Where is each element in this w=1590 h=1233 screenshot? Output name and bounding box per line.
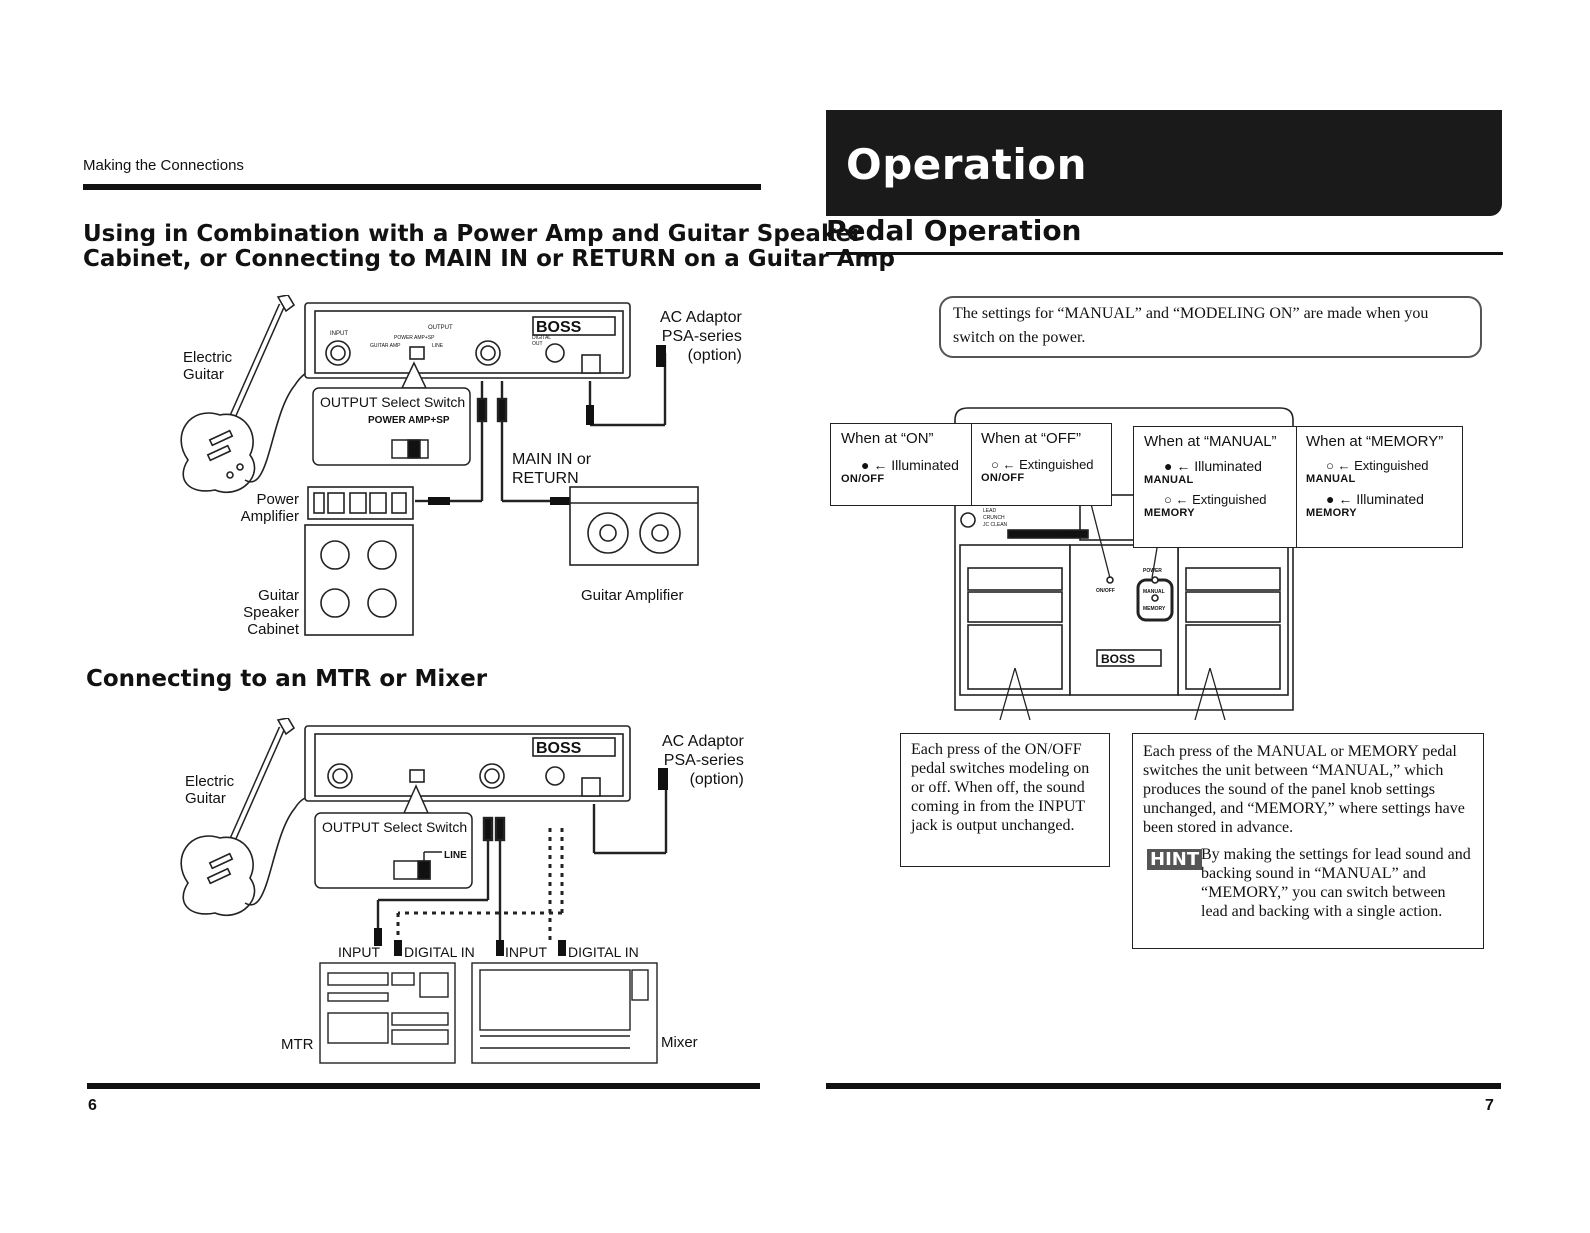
mtr-illustration [319, 962, 456, 1064]
page-number-left: 6 [88, 1097, 97, 1114]
hint-text: By making the settings for lead sound an… [1201, 846, 1471, 920]
panel-line-label: LINE [432, 343, 444, 349]
callout-manual-memory: Each press of the MANUAL or MEMORY pedal… [1132, 733, 1484, 949]
output-switch-setting-2: LINE [444, 850, 467, 861]
output-switch-callout-2 [314, 784, 473, 889]
chapter-banner [826, 110, 1502, 216]
label-guitar-speaker-cabinet: Guitar Speaker Cabinet [243, 587, 299, 638]
label-ac-adaptor-1: AC Adaptor PSA-series (option) [660, 309, 742, 364]
label-power-amplifier: Power Amplifier [240, 491, 299, 525]
output-cables-2 [376, 776, 668, 943]
pedal-manual-label: MANUAL [1143, 589, 1165, 595]
header-rule [83, 184, 761, 190]
hint-block: HINT By making the settings for lead sou… [1143, 845, 1473, 921]
indicator-box-onoff: When at “ON” ● ← Illuminated ON/OFF When… [830, 423, 1112, 506]
callout-manual-text: Each press of the MANUAL or MEMORY pedal… [1143, 743, 1465, 836]
boss-unit-rear-panel [304, 302, 631, 379]
power-amp-connection-diagram: BOSS INPUT OUTPUT POWER AMP+SP GUITAR AM… [180, 295, 699, 636]
indicator-on: When at “ON” ● ← Illuminated ON/OFF [841, 430, 959, 485]
panel-output-label: OUTPUT [428, 325, 453, 331]
heading-line-2: Cabinet, or Connecting to MAIN IN or RET… [83, 246, 895, 272]
pedal-model-label: MODEL [1060, 532, 1082, 538]
label-main-in-return: MAIN IN or RETURN [512, 451, 592, 487]
indicator-memory: When at “MEMORY” ○ ← Extinguished MANUAL… [1306, 433, 1444, 519]
label-input-2: INPUT [505, 944, 547, 960]
running-header: Making the Connections [83, 157, 244, 174]
ac-plug [586, 405, 594, 425]
note-text: The settings for “MANUAL” and “MODELING … [953, 305, 1429, 346]
indicator-box-manual-memory: When at “MANUAL” ● ← Illuminated MANUAL … [1133, 426, 1463, 548]
guitar-amplifier-illustration [569, 486, 699, 566]
boss-unit-rear-panel-2 [304, 725, 631, 802]
brand-logo: BOSS [536, 319, 582, 336]
electric-guitar-illustration [180, 295, 311, 493]
page-number-right: 7 [1485, 1097, 1494, 1114]
label-mtr: MTR [281, 1036, 314, 1053]
output-switch-label-2: OUTPUT Select Switch [322, 819, 467, 835]
section-heading-power-amp: Using in Combination with a Power Amp an… [83, 222, 895, 272]
pedal-onoff-label: ON/OFF [1096, 588, 1115, 594]
pedal-brand: BOSS [1101, 652, 1135, 666]
pedal-memory-label: MEMORY [1143, 606, 1166, 612]
label-electric-guitar-2: Electric Guitar [185, 773, 235, 807]
panel-input-label: INPUT [330, 331, 348, 337]
power-amplifier-illustration [307, 486, 414, 520]
label-input-1: INPUT [338, 944, 380, 960]
pedal-crunch-label: CRUNCH [983, 515, 1005, 521]
footer-rule-left [87, 1083, 760, 1089]
mixer-illustration [471, 962, 658, 1064]
panel-mode-label: POWER AMP+SP [394, 335, 435, 341]
hint-icon: HINT [1147, 849, 1203, 870]
section-rule [826, 252, 1503, 255]
pedal-jc-clean-label: JC CLEAN [983, 522, 1008, 528]
panel-out-label: OUT [532, 341, 543, 347]
ac-adaptor-icon [656, 345, 666, 367]
indicator-manual: When at “MANUAL” ● ← Illuminated MANUAL … [1144, 433, 1277, 519]
ac-adaptor-icon-2 [658, 768, 668, 790]
heading-line-1: Using in Combination with a Power Amp an… [83, 221, 863, 247]
panel-digital-label: DIGITAL [532, 335, 551, 341]
label-digital-in-2: DIGITAL IN [568, 944, 639, 960]
indicator-off: When at “OFF” ○ ← Extinguished ON/OFF [981, 430, 1094, 484]
callout-onoff-text: Each press of the ON/OFF pedal switches … [911, 741, 1090, 834]
chapter-title: Operation [846, 140, 1088, 189]
brand-logo-2: BOSS [536, 740, 582, 757]
label-guitar-amplifier: Guitar Amplifier [581, 587, 684, 604]
section-heading-mtr-mixer: Connecting to an MTR or Mixer [86, 666, 488, 692]
panel-guitar-amp-label: GUITAR AMP [370, 343, 401, 349]
callout-onoff: Each press of the ON/OFF pedal switches … [900, 733, 1110, 867]
label-ac-adaptor-2: AC Adaptor PSA-series (option) [662, 733, 744, 788]
guitar-speaker-cabinet-illustration [304, 524, 414, 636]
mtr-mixer-connection-diagram: BOSS OUTPUT Select Switch LINE [180, 718, 668, 1064]
output-switch-label: OUTPUT Select Switch [320, 394, 465, 410]
label-mixer: Mixer [661, 1034, 698, 1051]
section-title: Pedal Operation [826, 214, 1082, 247]
output-switch-setting: POWER AMP+SP [368, 415, 450, 426]
label-digital-in-1: DIGITAL IN [404, 944, 475, 960]
note-box: The settings for “MANUAL” and “MODELING … [939, 296, 1482, 358]
footer-rule-right [826, 1083, 1501, 1089]
digital-cables-2 [396, 828, 564, 943]
electric-guitar-illustration-2 [180, 718, 321, 916]
label-electric-guitar-1: Electric Guitar [183, 349, 233, 383]
output-switch-callout [312, 361, 471, 466]
pedal-lead-label: LEAD [983, 508, 996, 514]
